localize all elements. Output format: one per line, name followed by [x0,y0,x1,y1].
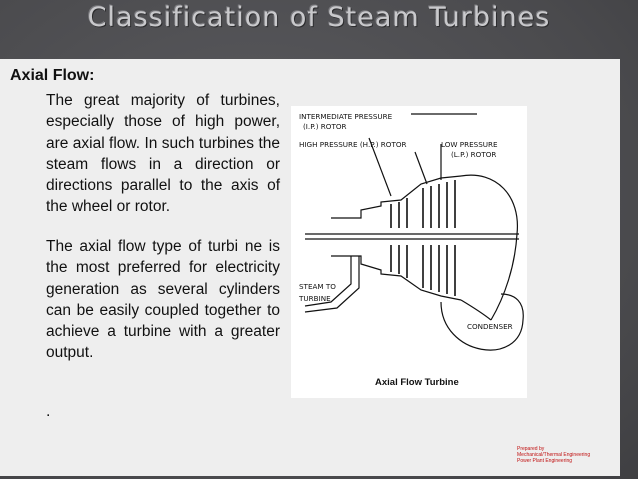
label-steam-2: TURBINE [299,294,331,303]
inlet-pipe-b [304,256,360,313]
label-ip-1: INTERMEDIATE PRESSURE [299,112,393,121]
exhaust-lower [460,299,492,321]
exhaust-upper [460,174,518,321]
credit-note: Prepared by Mechanical/Thermal Engineeri… [517,446,590,464]
credit-line-2: Mechanical/Thermal Engineering [517,452,591,458]
trailing-dot: . [46,403,51,420]
content-panel: Axial Flow: The great majority of turbin… [0,59,620,476]
paragraph-1: The great majority of turbines, especial… [46,92,280,216]
turbine-diagram [304,113,524,351]
label-hp: HIGH PRESSURE (H.P.) ROTOR [299,140,407,149]
slide-title: Classification of Steam Turbines [87,2,551,33]
label-lp-2: (L.P.) ROTOR [451,150,497,159]
credit-line-1: Prepared by [517,446,545,452]
label-ip-2: (I.P.) ROTOR [303,122,347,131]
condenser-shell [440,293,524,351]
section-heading: Axial Flow: [10,67,95,84]
casing-top [331,175,462,219]
label-lp-1: LOW PRESSURE [441,140,498,149]
casing-bottom [331,255,462,301]
credit-line-3: Power Plant Engineering [517,458,573,464]
paragraph-2: The axial flow type of turbi ne is the m… [46,238,280,362]
inlet-pipe-a [304,256,352,307]
turbine-figure: INTERMEDIATE PRESSURE (I.P.) ROTOR HIGH … [291,106,527,398]
label-steam-1: STEAM TO [299,282,336,291]
label-condenser: CONDENSER [467,322,513,331]
figure-caption: Axial Flow Turbine [375,377,459,388]
